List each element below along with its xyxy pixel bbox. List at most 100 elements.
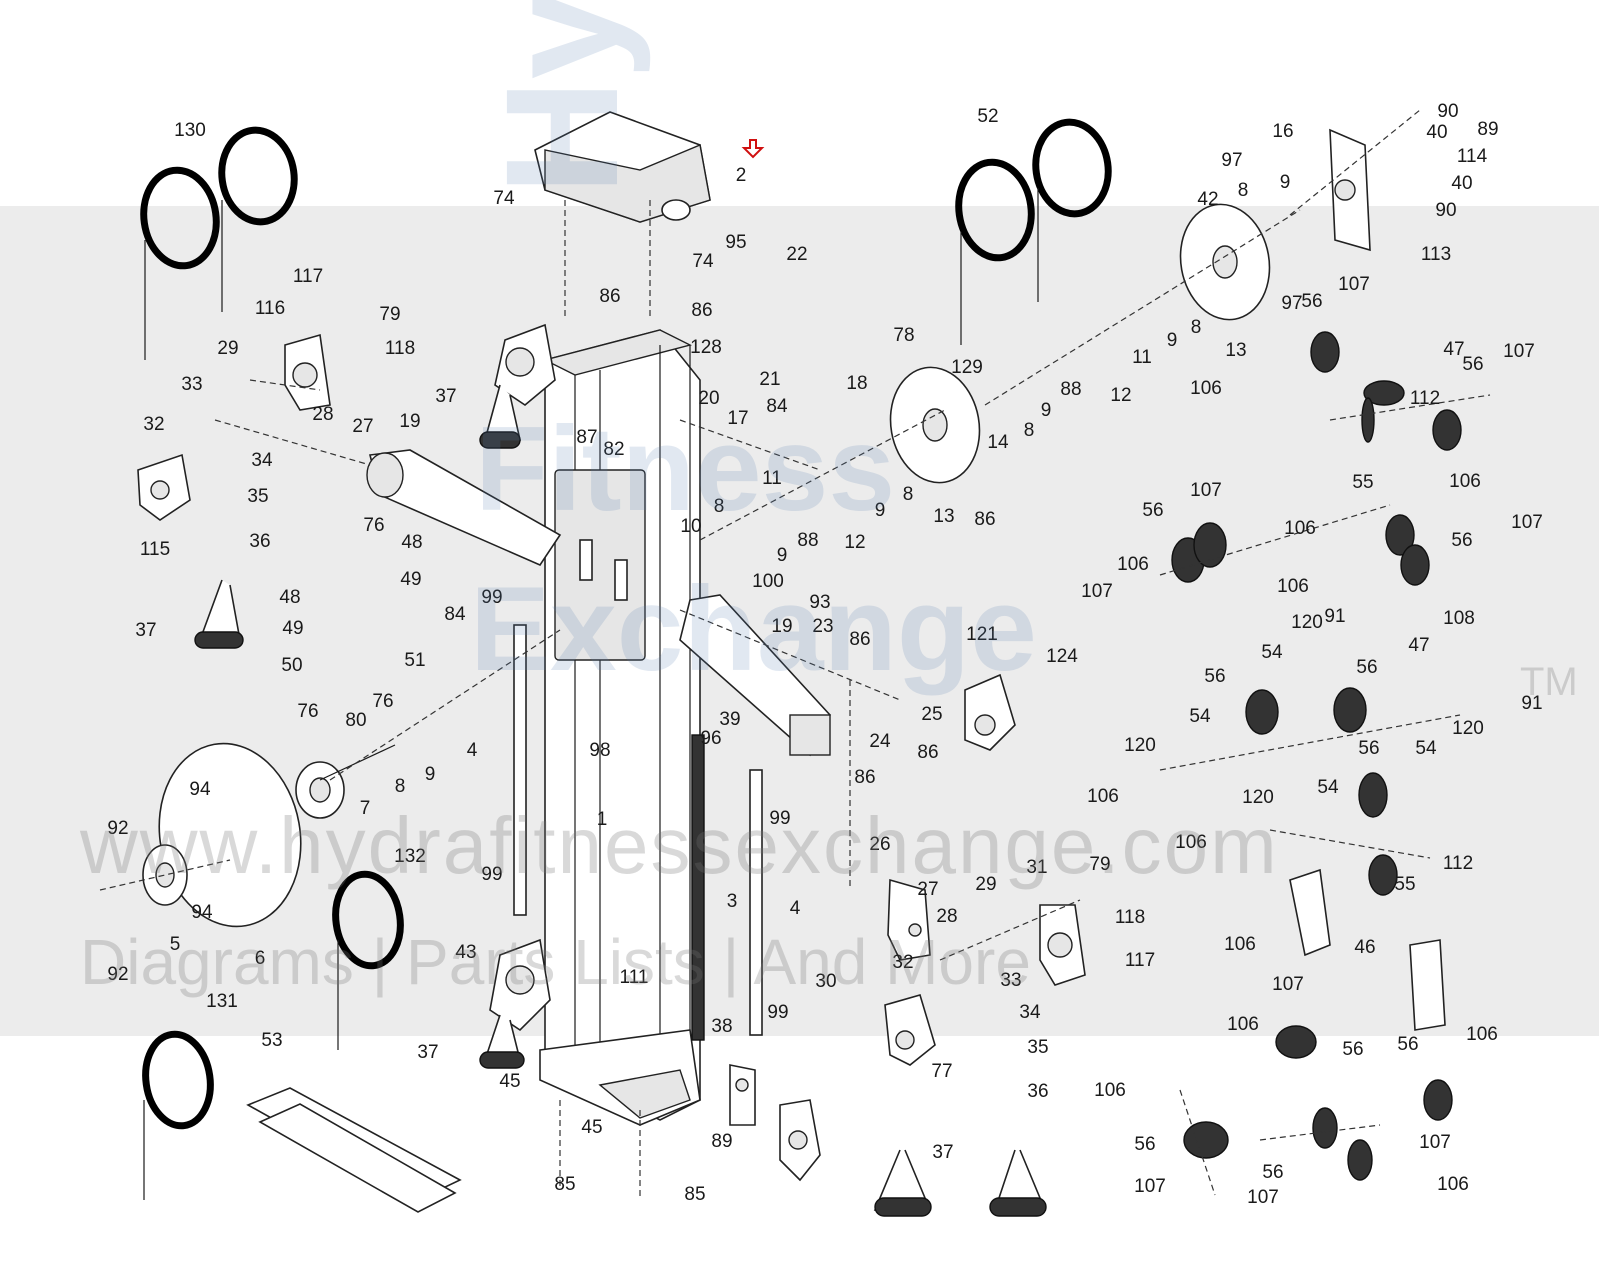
part-number-18: 18 [846,373,867,394]
part-number-9: 9 [1280,172,1291,193]
part-number-29: 29 [217,338,238,359]
housing-26 [887,878,931,961]
part-number-121: 121 [966,624,998,645]
part-number-9: 9 [1041,400,1052,421]
part-number-9: 9 [425,764,436,785]
part-number-24: 24 [869,731,891,752]
part-number-37: 37 [135,620,156,641]
watermark-exchange: Exchange [470,562,1037,696]
part-number-120: 120 [1124,735,1156,756]
part-number-55: 55 [1394,874,1415,895]
straps-53 [246,1087,462,1213]
part-number-21: 21 [759,369,780,390]
part-number-8: 8 [903,484,914,505]
part-number-37: 37 [417,1042,438,1063]
watermark-hydra: Hydra [470,0,654,195]
part-number-99: 99 [767,1002,788,1023]
part-number-56: 56 [1134,1134,1155,1155]
part-number-113: 113 [1421,244,1451,265]
housing-116 [284,333,331,411]
part-number-114: 114 [1457,146,1488,167]
part-number-13: 13 [1225,340,1246,361]
part-number-82: 82 [603,439,624,460]
part-number-97: 97 [1221,150,1242,171]
main-frame-1 [543,329,701,1121]
part-number-107: 107 [1134,1176,1166,1197]
part-number-74: 74 [493,188,515,209]
part-number-128: 128 [690,337,722,358]
part-number-107: 107 [1338,274,1370,295]
part-number-8: 8 [1191,317,1202,338]
part-number-9: 9 [875,500,886,521]
part-number-115: 115 [140,539,170,560]
part-number-86: 86 [599,286,620,307]
hub-5 [142,844,188,906]
spring-3 [691,734,705,1041]
part-number-107: 107 [1511,512,1543,533]
part-number-130: 130 [174,120,206,141]
part-number-92: 92 [107,964,128,985]
part-number-129: 129 [951,357,983,378]
part-number-19: 19 [399,411,420,432]
part-number-56: 56 [1301,291,1322,312]
part-number-37: 37 [932,1142,953,1163]
ring-130 [140,126,298,360]
arm-19-right [679,594,831,757]
watermark-fitness: Fitness [475,402,896,536]
part-number-94: 94 [189,779,211,800]
pulleys-56 [1171,331,1462,1181]
pulley-wheel-129 [889,366,981,484]
part-number-117: 117 [293,266,323,287]
part-number-111: 111 [620,967,649,988]
watermark-url: www.hydrafitnessexchange.com [80,801,1279,890]
part-number-76: 76 [372,691,393,712]
part-number-39: 39 [719,709,740,730]
part-number-117: 117 [1125,950,1155,971]
part-number-97: 97 [1281,293,1302,314]
part-number-54: 54 [1317,777,1339,798]
highlight-arrow-icon [741,139,765,159]
part-number-107: 107 [1247,1187,1279,1208]
part-number-51: 51 [404,650,425,671]
part-number-1: 1 [597,809,608,830]
handles-37 [194,384,1047,1217]
part-number-25: 25 [921,704,942,725]
part-number-19: 19 [771,616,792,637]
part-number-6: 6 [255,948,266,969]
part-number-84: 84 [444,604,466,625]
part-number-118: 118 [385,338,415,359]
part-number-27: 27 [917,879,938,900]
part-number-131: 131 [206,991,238,1012]
part-number-45: 45 [581,1117,602,1138]
part-number-56: 56 [1356,657,1377,678]
part-number-112: 112 [1443,853,1473,874]
part-number-106: 106 [1117,554,1149,575]
watermark-tagline: Diagrams | Parts Lists | And More [80,926,1031,998]
part-number-10: 10 [680,516,701,537]
part-number-86: 86 [974,509,995,530]
part-number-112: 112 [1410,388,1440,409]
part-number-91: 91 [1521,693,1542,714]
carriage-38 [729,1064,756,1126]
part-number-8: 8 [395,776,406,797]
part-number-84: 84 [766,396,788,417]
part-number-4: 4 [467,740,478,761]
carriage-lower [779,1099,821,1182]
part-number-86: 86 [854,767,875,788]
part-number-12: 12 [844,532,865,553]
part-number-31: 31 [1026,857,1047,878]
part-number-77: 77 [931,1061,952,1082]
pulley-wheel-42 [1179,203,1271,321]
part-number-118: 118 [1115,907,1145,928]
part-number-9: 9 [777,545,788,566]
part-number-88: 88 [1060,379,1081,400]
part-number-28: 28 [936,906,957,927]
part-number-54: 54 [1261,642,1283,663]
part-number-96: 96 [700,728,721,749]
part-number-56: 56 [1204,666,1225,687]
part-number-99: 99 [769,808,790,829]
part-number-33: 33 [1000,970,1021,991]
arm-19-left [366,449,562,567]
